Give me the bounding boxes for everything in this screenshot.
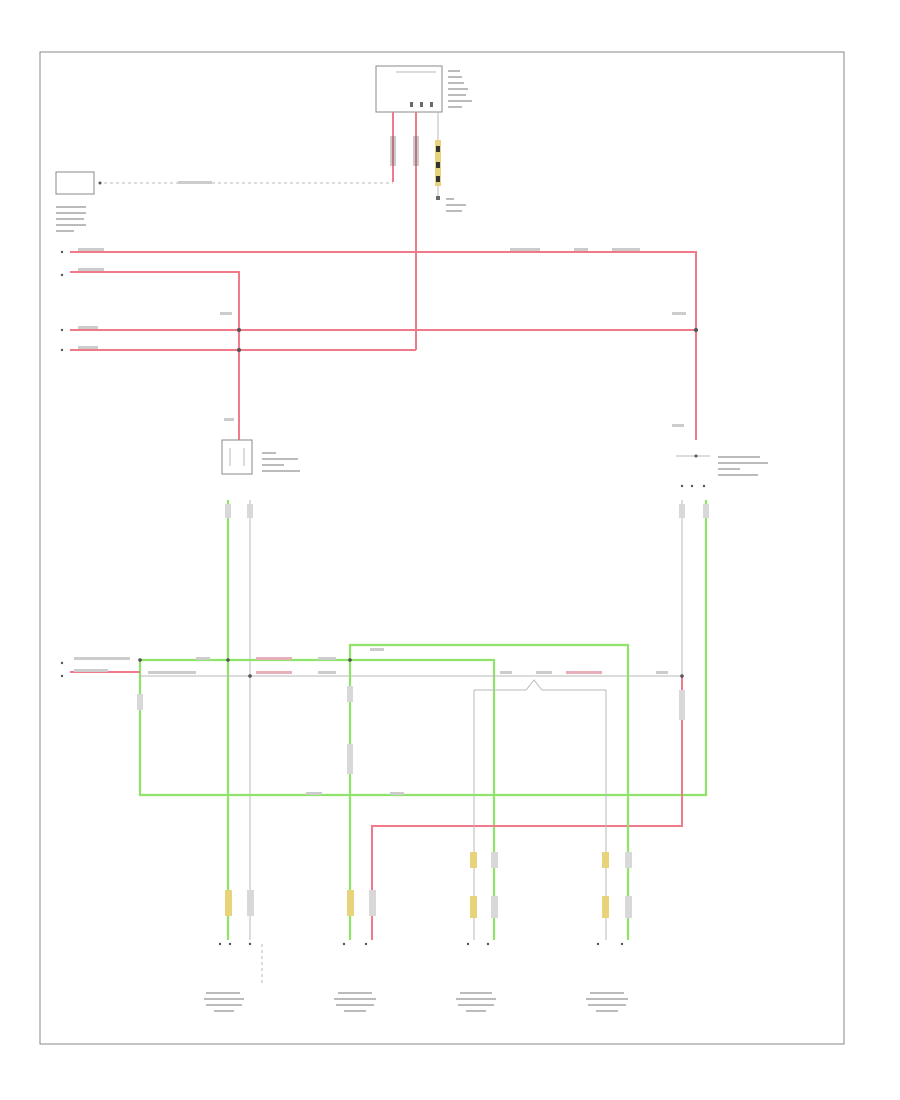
switch-left <box>55 171 102 195</box>
passenger-lock-switch-label <box>718 456 768 476</box>
wire-pass-sw-b <box>138 500 708 797</box>
rr-lock-motor <box>596 942 624 946</box>
wire-bus-red-right <box>371 676 683 940</box>
module-top <box>375 65 443 113</box>
driver-lock-switch-label <box>262 452 300 472</box>
diagram-frame <box>39 51 845 1045</box>
lr-lock-motor-label <box>456 992 496 1012</box>
wire-bus-1 <box>70 251 697 440</box>
lr-lock-motor <box>466 942 490 946</box>
wire-green-loop <box>348 643 630 940</box>
driver-lock-switch <box>221 439 253 475</box>
wire-gray-lr <box>474 679 607 940</box>
motor-connectors <box>225 852 632 918</box>
lf-lock-motor <box>218 942 263 985</box>
lf-lock-motor-label <box>204 992 244 1012</box>
switch-left-label <box>56 206 86 232</box>
wire-bus-green-top <box>140 658 496 940</box>
vertical-wire-markers <box>137 504 709 774</box>
rf-lock-motor <box>342 942 368 946</box>
bus-terminals <box>60 248 640 352</box>
ground-label <box>446 198 466 212</box>
rf-lock-motor-label <box>334 992 376 1012</box>
wire-bus-2 <box>70 271 240 440</box>
bus-labels <box>60 648 684 795</box>
rr-lock-motor-label <box>586 992 628 1012</box>
module-top-label <box>448 70 472 108</box>
passenger-lock-switch <box>676 454 710 488</box>
